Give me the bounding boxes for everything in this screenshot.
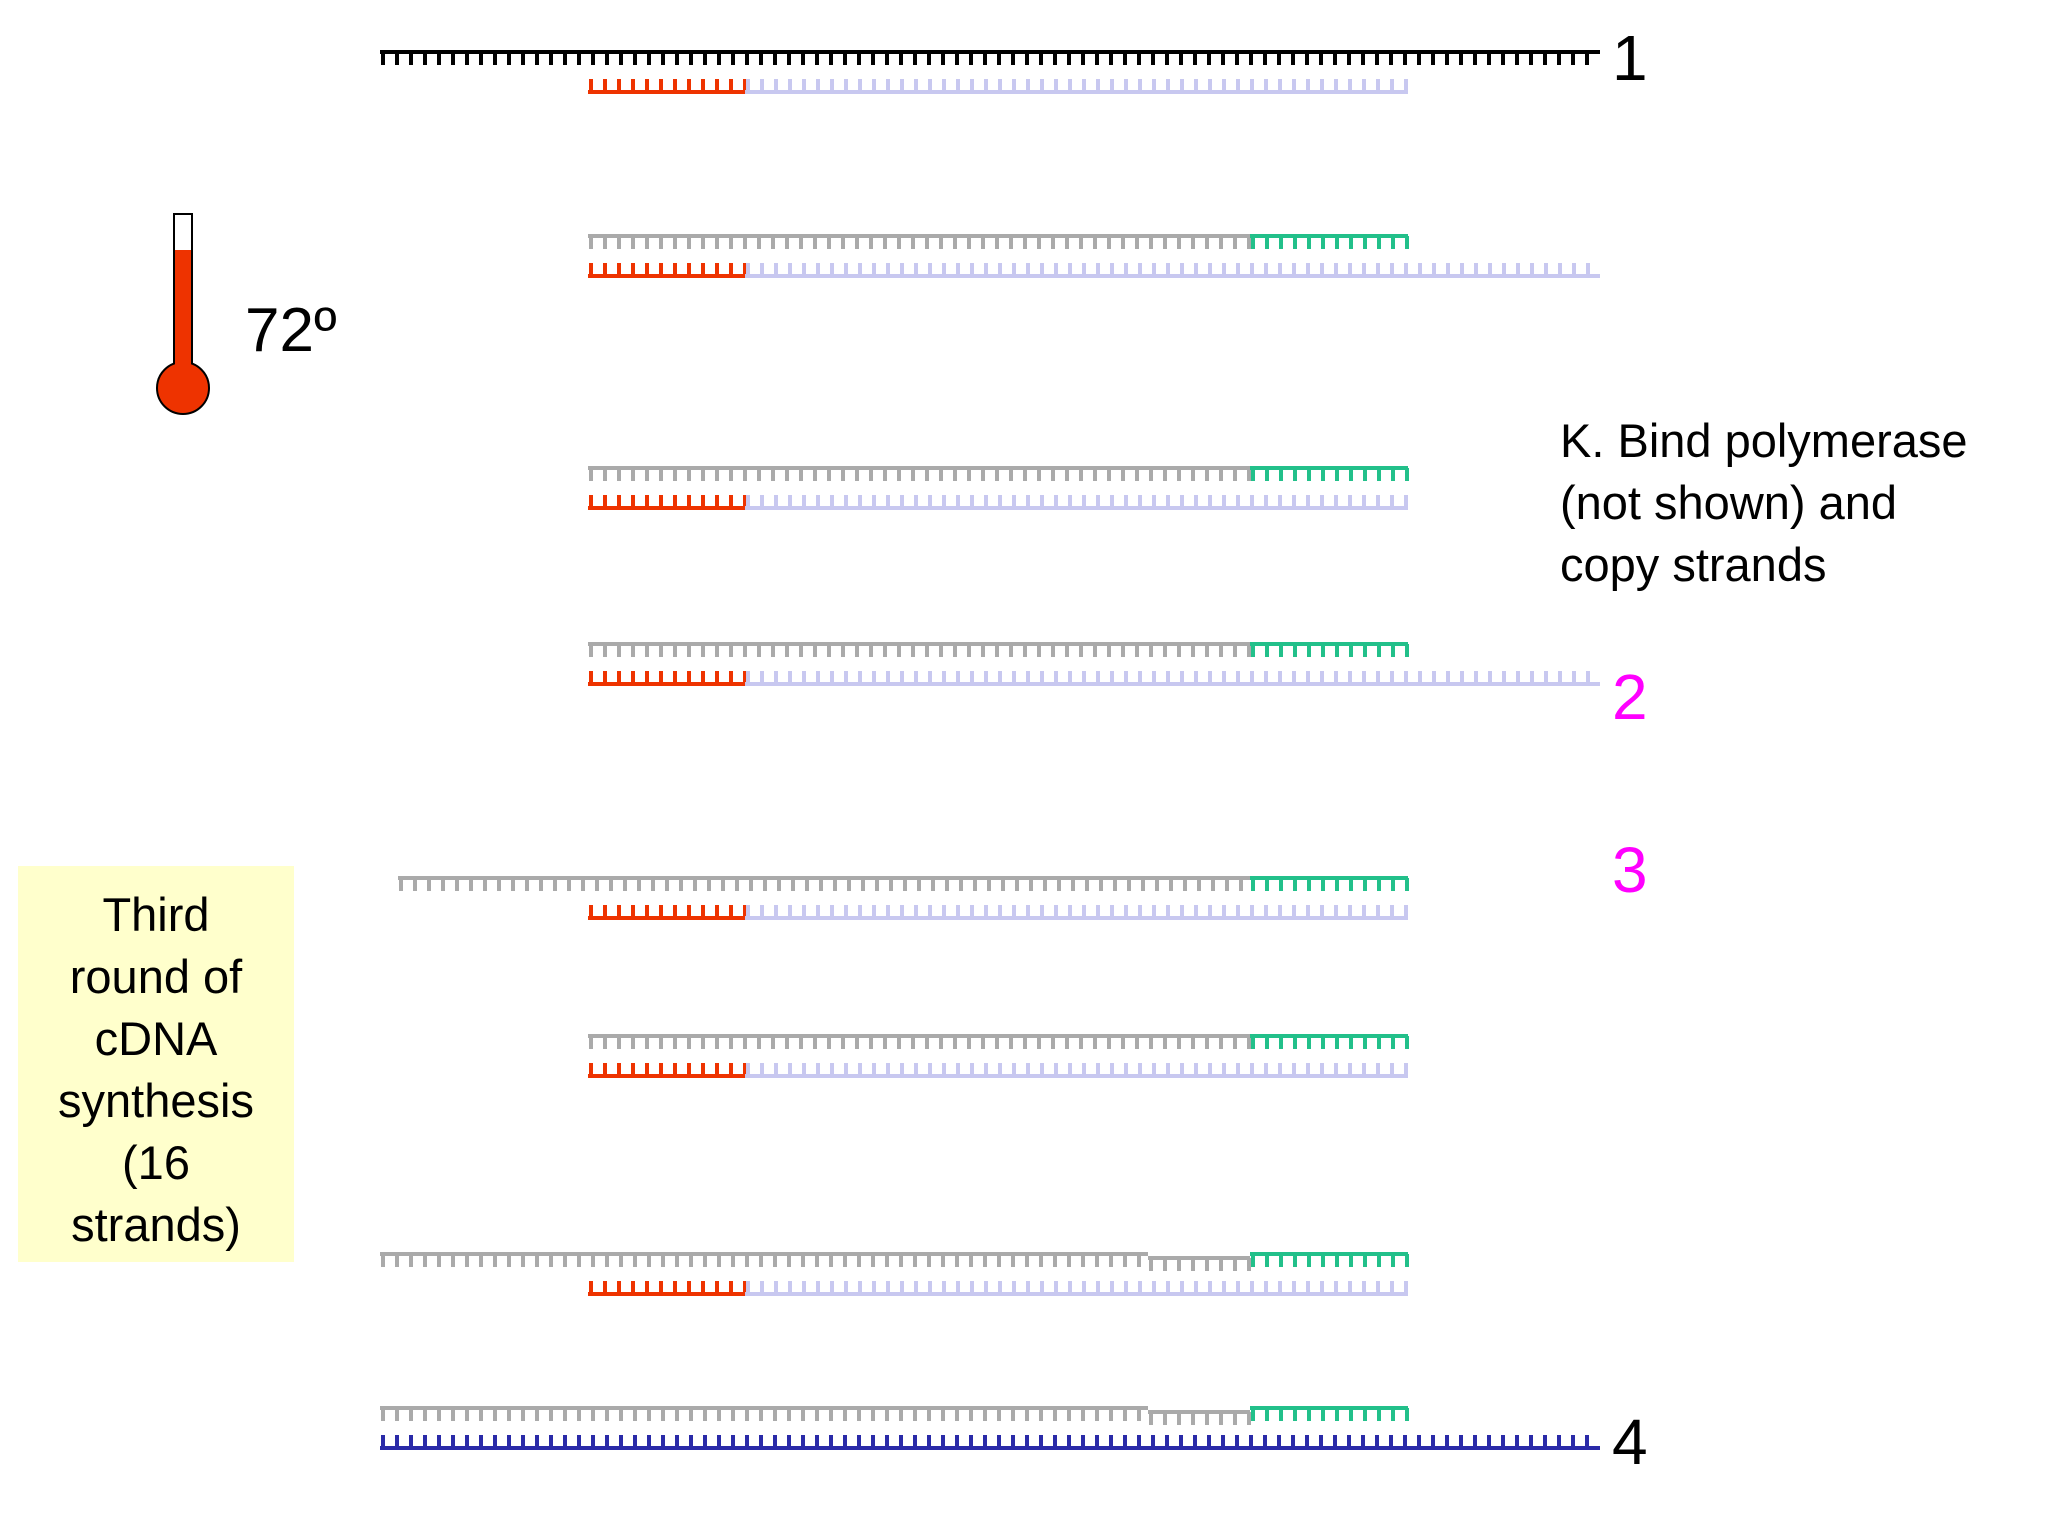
new-strand (745, 671, 1600, 686)
reverse-primer (1250, 1034, 1409, 1049)
reverse-primer (1250, 876, 1409, 891)
round-info-line: Third (102, 888, 210, 941)
step-note-line: K. Bind polymerase (1560, 414, 1968, 467)
reverse-primer (1250, 642, 1409, 657)
forward-primer (588, 671, 747, 686)
new-strand (745, 1281, 1408, 1296)
copied-strand (1148, 1410, 1251, 1425)
forward-primer (588, 495, 747, 510)
step-note-line: copy strands (1560, 538, 1827, 591)
temperature-label: 72º (245, 296, 337, 365)
copied-strand (588, 642, 1251, 657)
new-strand (745, 79, 1408, 94)
row-label-1: 1 (1612, 22, 1648, 94)
row-label-4: 4 (1612, 1406, 1648, 1478)
round-info-line: cDNA (94, 1012, 218, 1065)
new-strand (745, 1063, 1408, 1078)
round-info-line: strands) (71, 1198, 241, 1251)
reverse-primer (1250, 1406, 1409, 1421)
forward-primer (588, 79, 747, 94)
copied-strand (588, 234, 1251, 249)
reverse-primer (1250, 466, 1409, 481)
forward-primer (588, 1281, 747, 1296)
row-label-3: 3 (1612, 834, 1648, 906)
round-info-line: synthesis (58, 1074, 254, 1127)
reverse-primer (1250, 1252, 1409, 1267)
forward-primer (588, 905, 747, 920)
new-strand (745, 905, 1408, 920)
round-info-line: (16 (122, 1136, 190, 1189)
round-info-line: round of (69, 950, 243, 1003)
copied-strand (398, 876, 1250, 891)
step-note: K. Bind polymerase (not shown) and copy … (1560, 410, 2040, 596)
copied-strand (588, 1034, 1251, 1049)
template-strand (380, 50, 1600, 65)
step-note-line: (not shown) and (1560, 476, 1898, 529)
round-info-box: Third round of cDNA synthesis (16 strand… (18, 866, 294, 1262)
new-strand (745, 263, 1600, 278)
copied-strand (1148, 1256, 1251, 1271)
copied-strand (588, 466, 1251, 481)
forward-primer (588, 1063, 747, 1078)
copied-strand (380, 1406, 1148, 1421)
new-strand (745, 495, 1408, 510)
full-length-copy-strand (380, 1435, 1600, 1450)
row-label-2: 2 (1612, 661, 1648, 733)
reverse-primer (1250, 234, 1409, 249)
thermometer-icon (156, 213, 210, 415)
forward-primer (588, 263, 747, 278)
copied-strand (380, 1252, 1148, 1267)
